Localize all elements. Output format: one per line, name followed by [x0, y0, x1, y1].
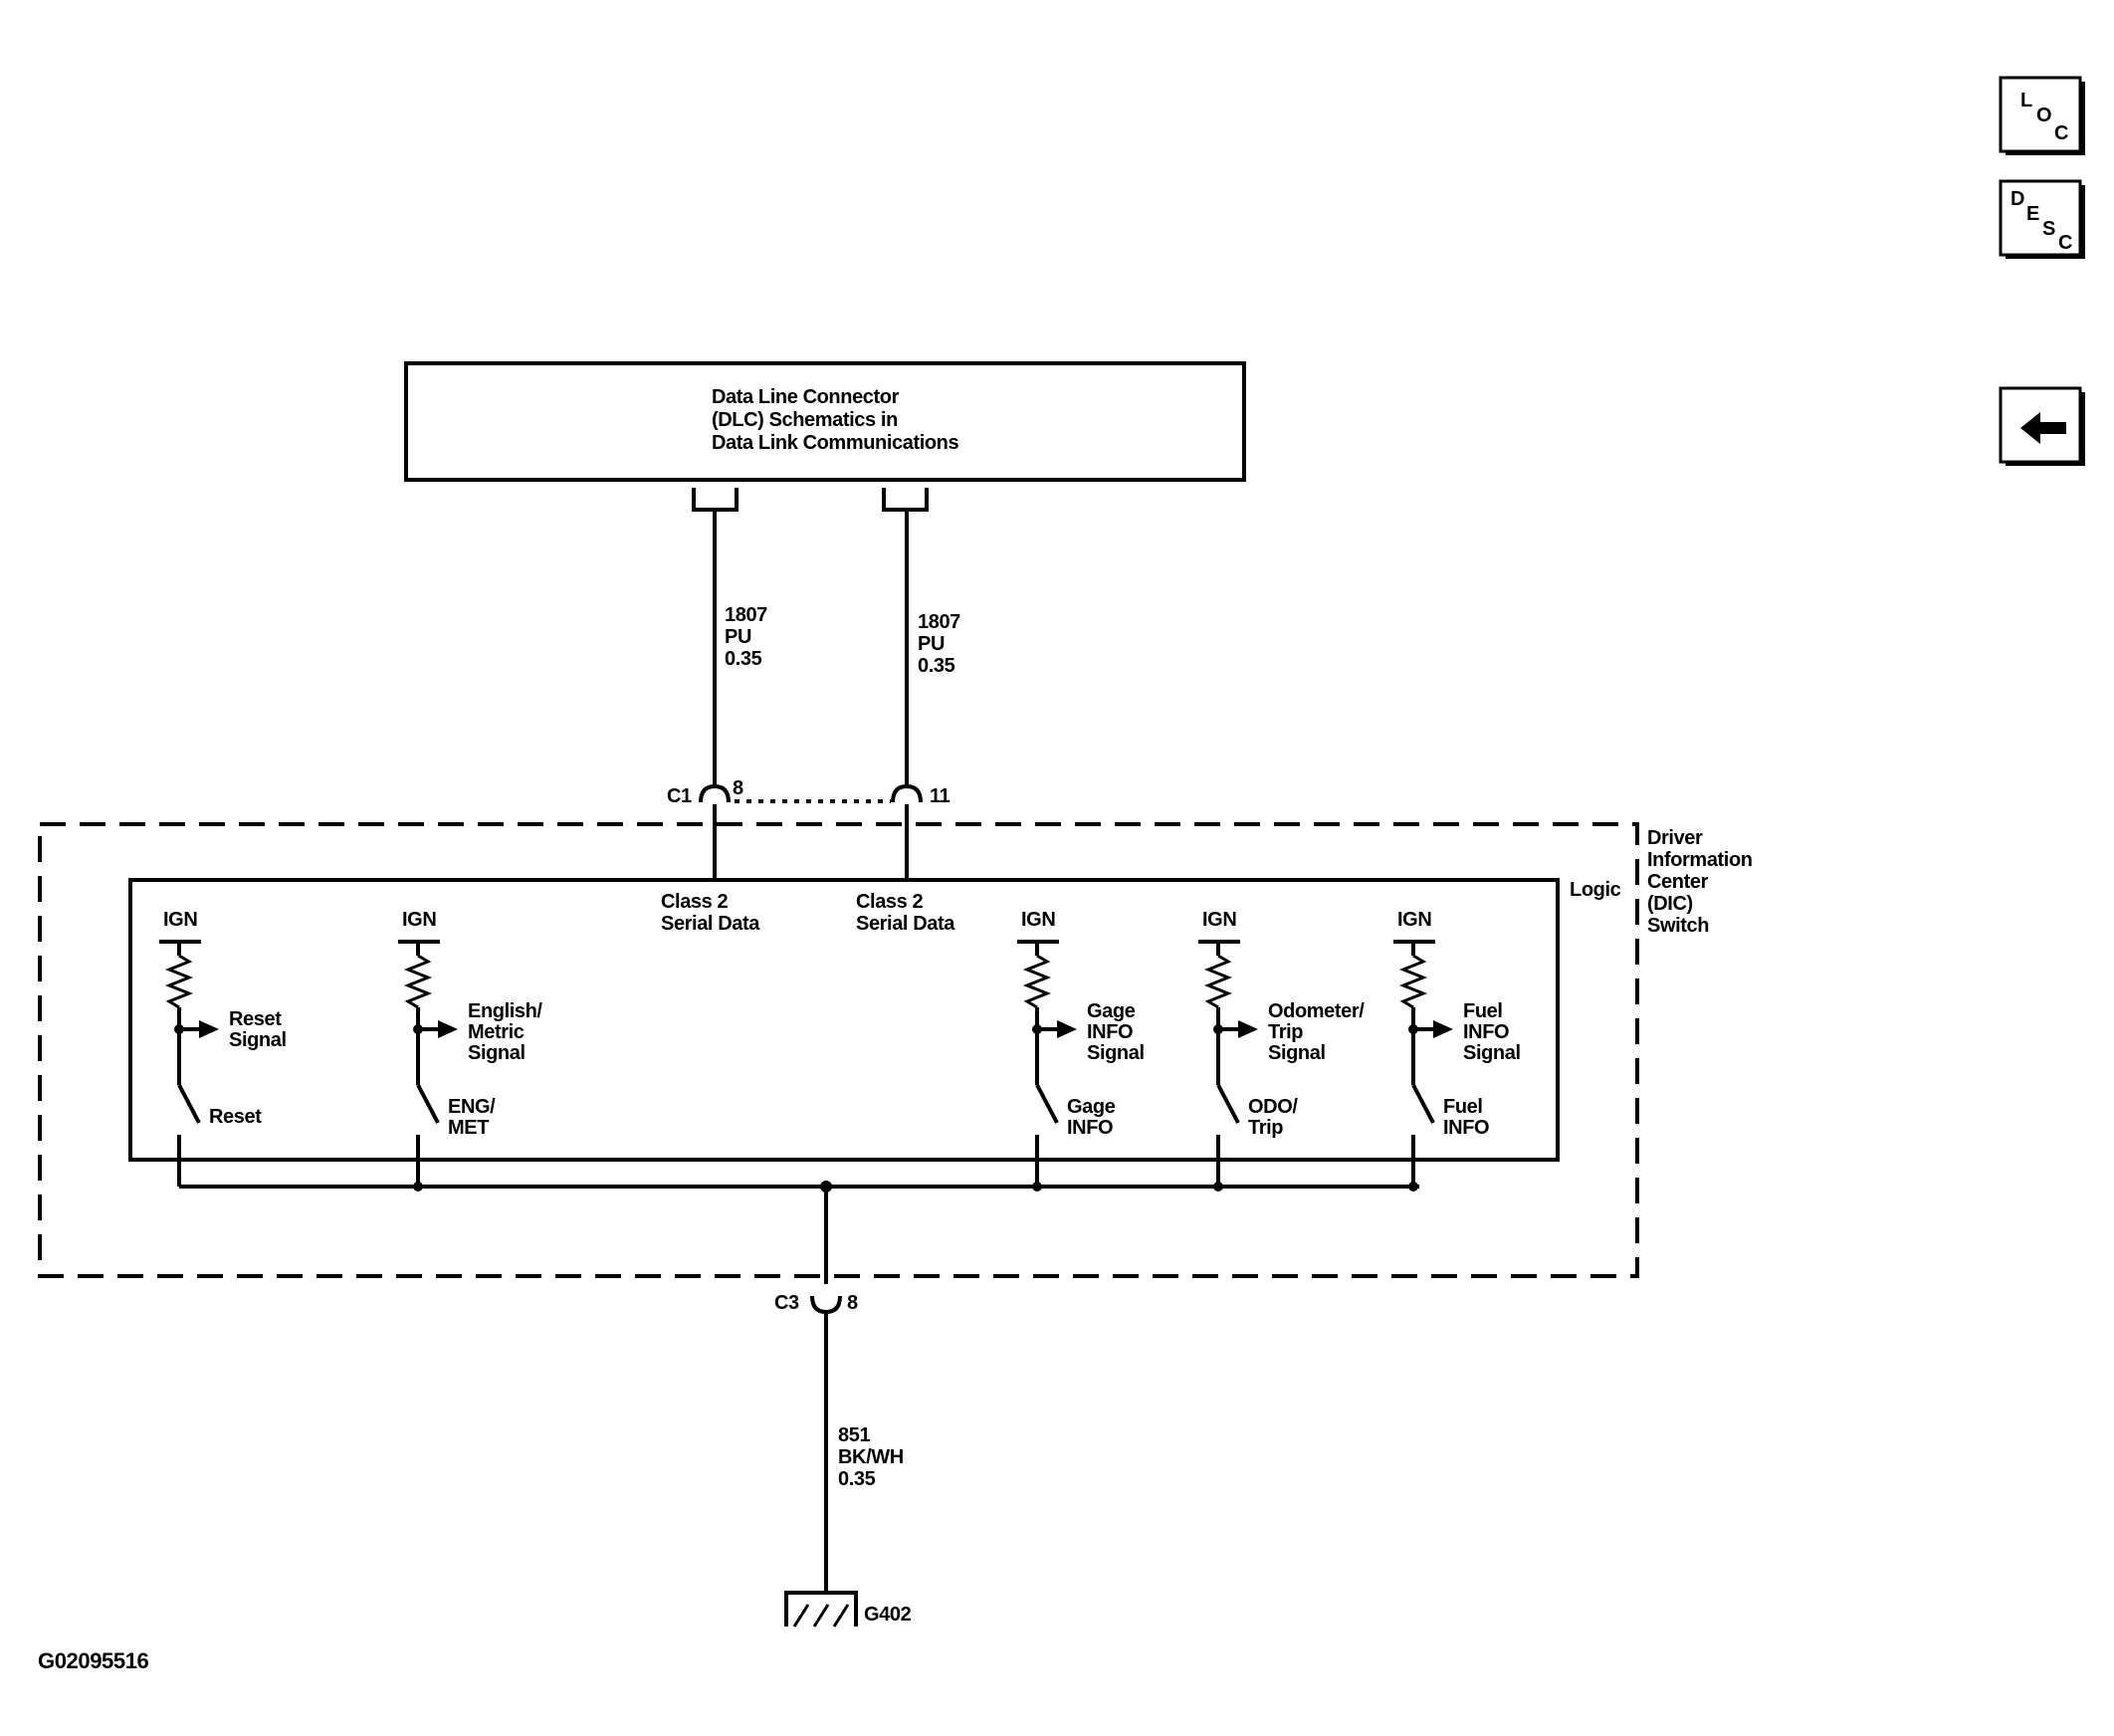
switch-eng-met-signal-3: Signal	[468, 1042, 526, 1064]
switch-gage-info-resistor-icon	[1022, 954, 1052, 1009]
desc-letter-s: S	[2042, 218, 2055, 240]
serial-right-line-2: Serial Data	[856, 913, 955, 935]
dlc-terminal-right	[882, 488, 929, 512]
wire-left-color: PU	[725, 626, 751, 648]
switch-eng-met-name-1: ENG/	[448, 1096, 496, 1118]
c3-pin-8: 8	[847, 1292, 858, 1314]
back-button[interactable]	[1999, 386, 2085, 466]
switch-fuel-info-signal-1: Fuel	[1463, 1000, 1503, 1022]
switch-eng-met-resistor-icon	[403, 954, 433, 1009]
c1-pin-8: 8	[733, 777, 743, 799]
switch-odo-trip-ign-label: IGN	[1202, 909, 1236, 931]
switch-odo-trip-signal-2: Trip	[1268, 1021, 1303, 1043]
switch-eng-met-name-2: MET	[448, 1117, 489, 1139]
switch-reset-contact-icon	[177, 1084, 201, 1124]
c1-pin-11: 11	[930, 785, 951, 807]
switch-gage-info-arrow-icon	[1057, 1020, 1077, 1038]
wire-left-gauge: 0.35	[725, 648, 762, 670]
dic-name-4: (DIC)	[1647, 893, 1693, 915]
switch-fuel-info-signal-3: Signal	[1463, 1042, 1521, 1064]
logic-box	[128, 878, 1560, 1162]
switch-gage-info-contact-icon	[1035, 1084, 1059, 1124]
dic-name-1: Driver	[1647, 827, 1703, 849]
switch-reset-ign-label: IGN	[163, 909, 197, 931]
dlc-box: Data Line Connector (DLC) Schematics in …	[404, 361, 1246, 482]
ground-wire-gauge: 0.35	[838, 1468, 876, 1490]
back-arrow-icon	[2020, 412, 2066, 444]
switch-reset-arrow-icon	[199, 1020, 219, 1038]
wire-left-circuit: 1807	[725, 604, 767, 626]
dic-name-2: Information	[1647, 849, 1753, 871]
switch-fuel-info-resistor-icon	[1398, 954, 1428, 1009]
switch-fuel-info-contact-icon	[1411, 1084, 1435, 1124]
wire-right-circuit: 1807	[918, 611, 960, 633]
c1-connector-right	[891, 783, 923, 803]
switch-reset-signal-2: Signal	[229, 1029, 287, 1051]
switch-gage-info-signal-2: INFO	[1087, 1021, 1133, 1043]
figure-id: G02095516	[38, 1648, 149, 1673]
switch-odo-trip-resistor-icon	[1203, 954, 1233, 1009]
logic-label: Logic	[1570, 879, 1621, 901]
switch-fuel-info-name-1: Fuel	[1443, 1096, 1483, 1118]
switch-reset-name-1: Reset	[209, 1106, 262, 1128]
ground-wire-circuit: 851	[838, 1424, 870, 1446]
desc-letter-d: D	[2010, 188, 2024, 210]
ground-wire-color: BK/WH	[838, 1446, 904, 1468]
switch-reset-signal-1: Reset	[229, 1008, 282, 1030]
switch-odo-trip-name-1: ODO/	[1248, 1096, 1298, 1118]
switch-gage-info-name-1: Gage	[1067, 1096, 1116, 1118]
switch-odo-trip-arrow-icon	[1238, 1020, 1258, 1038]
c3-connector	[810, 1295, 842, 1315]
serial-left-line-1: Class 2	[661, 891, 729, 913]
serial-left-line-2: Serial Data	[661, 913, 760, 935]
loc-letter-c: C	[2054, 122, 2068, 144]
switch-gage-info-name-2: INFO	[1067, 1117, 1113, 1139]
switch-circuits: IGNResetSignalResetIGNEnglish/MetricSign…	[159, 909, 1521, 1192]
switch-gage-info-signal-3: Signal	[1087, 1042, 1145, 1064]
switch-odo-trip-contact-icon	[1216, 1084, 1240, 1124]
switch-eng-met-signal-1: English/	[468, 1000, 542, 1022]
switch-fuel-info-ign-label: IGN	[1397, 909, 1431, 931]
loc-button[interactable]: L O C	[1999, 76, 2085, 155]
dlc-line-2: (DLC) Schematics in	[712, 409, 898, 431]
switch-odo-trip-signal-3: Signal	[1268, 1042, 1326, 1064]
c1-connector-left	[699, 783, 731, 803]
loc-letter-o: O	[2036, 105, 2051, 126]
switch-odo-trip-signal-1: Odometer/	[1268, 1000, 1365, 1022]
switch-fuel-info-arrow-icon	[1433, 1020, 1453, 1038]
dlc-line-3: Data Link Communications	[712, 432, 958, 454]
ground-label: G402	[864, 1604, 912, 1626]
switch-eng-met-ign-label: IGN	[402, 909, 436, 931]
serial-right-line-1: Class 2	[856, 891, 924, 913]
switch-gage-info-ign-label: IGN	[1021, 909, 1055, 931]
desc-button[interactable]: D E S C	[1999, 179, 2085, 259]
switch-eng-met-contact-icon	[416, 1084, 440, 1124]
dlc-line-1: Data Line Connector	[712, 386, 900, 408]
wire-right-gauge: 0.35	[918, 655, 955, 677]
ground-symbol-icon	[784, 1591, 858, 1628]
c3-label: C3	[774, 1292, 799, 1314]
switch-reset-resistor-icon	[164, 954, 194, 1009]
loc-letter-l: L	[2020, 90, 2032, 111]
desc-letter-e: E	[2026, 203, 2039, 225]
desc-letter-c: C	[2058, 232, 2072, 254]
dic-module-outline	[38, 822, 1639, 1278]
switch-odo-trip-name-2: Trip	[1248, 1117, 1283, 1139]
dic-name-3: Center	[1647, 871, 1709, 893]
c1-label: C1	[667, 785, 692, 807]
switch-eng-met-arrow-icon	[438, 1020, 458, 1038]
switch-gage-info-signal-1: Gage	[1087, 1000, 1136, 1022]
switch-fuel-info-signal-2: INFO	[1463, 1021, 1509, 1043]
switch-fuel-info-name-2: INFO	[1443, 1117, 1489, 1139]
wire-right-color: PU	[918, 633, 945, 655]
dlc-terminal-left	[692, 488, 739, 512]
dic-name-5: Switch	[1647, 915, 1709, 937]
switch-eng-met-signal-2: Metric	[468, 1021, 525, 1043]
